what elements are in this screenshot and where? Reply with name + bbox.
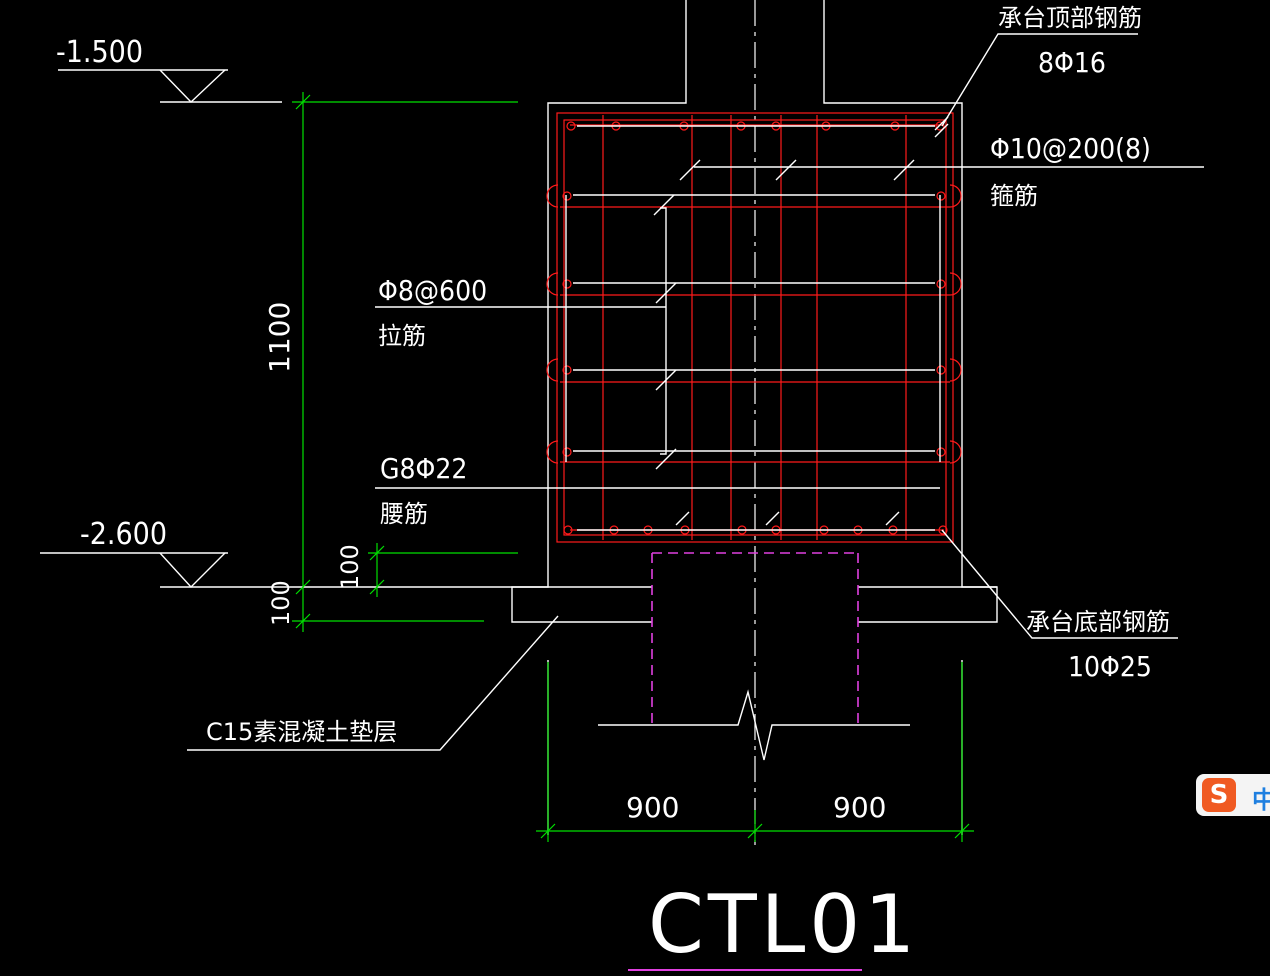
elevation-symbols [40, 69, 512, 589]
dimension-lines [292, 92, 974, 842]
ime-mode-indicator[interactable]: 中 [1252, 786, 1270, 814]
cushion-name: C15素混凝土垫层 [206, 718, 397, 746]
top-rebar-name: 承台顶部钢筋 [998, 4, 1142, 32]
waist-spec: G8Φ22 [380, 452, 467, 485]
bottom-rebar-spec: 10Φ25 [1068, 650, 1152, 683]
top-rebar-spec: 8Φ16 [1038, 46, 1106, 79]
dim-100-side-label: 100 [267, 580, 295, 626]
elevation-top-label: -1.500 [56, 35, 143, 70]
dim-100-inner-label: 100 [336, 544, 364, 590]
waist-name: 腰筋 [380, 500, 428, 528]
tie-name: 拉筋 [378, 322, 426, 350]
elevation-bottom-label: -2.600 [80, 517, 167, 552]
tie-spec: Φ8@600 [378, 274, 487, 307]
rebar-dots [546, 121, 962, 535]
stirrup-name: 箍筋 [990, 182, 1038, 210]
stirrup-spec: Φ10@200(8) [990, 132, 1151, 165]
dim-height-label: 1100 [263, 302, 296, 373]
sogou-logo-icon[interactable]: S [1202, 778, 1236, 812]
inner-markers [565, 116, 949, 531]
dim-right-width-label: 900 [833, 791, 886, 824]
break-line [598, 689, 910, 761]
pile-outline [651, 552, 859, 725]
ime-toolbar[interactable]: S 中 [1196, 774, 1270, 816]
drawing-title: CTL01 [648, 878, 919, 971]
dim-left-width-label: 900 [626, 791, 679, 824]
bottom-rebar-name: 承台底部钢筋 [1026, 608, 1170, 636]
leader-lines [187, 33, 1204, 751]
